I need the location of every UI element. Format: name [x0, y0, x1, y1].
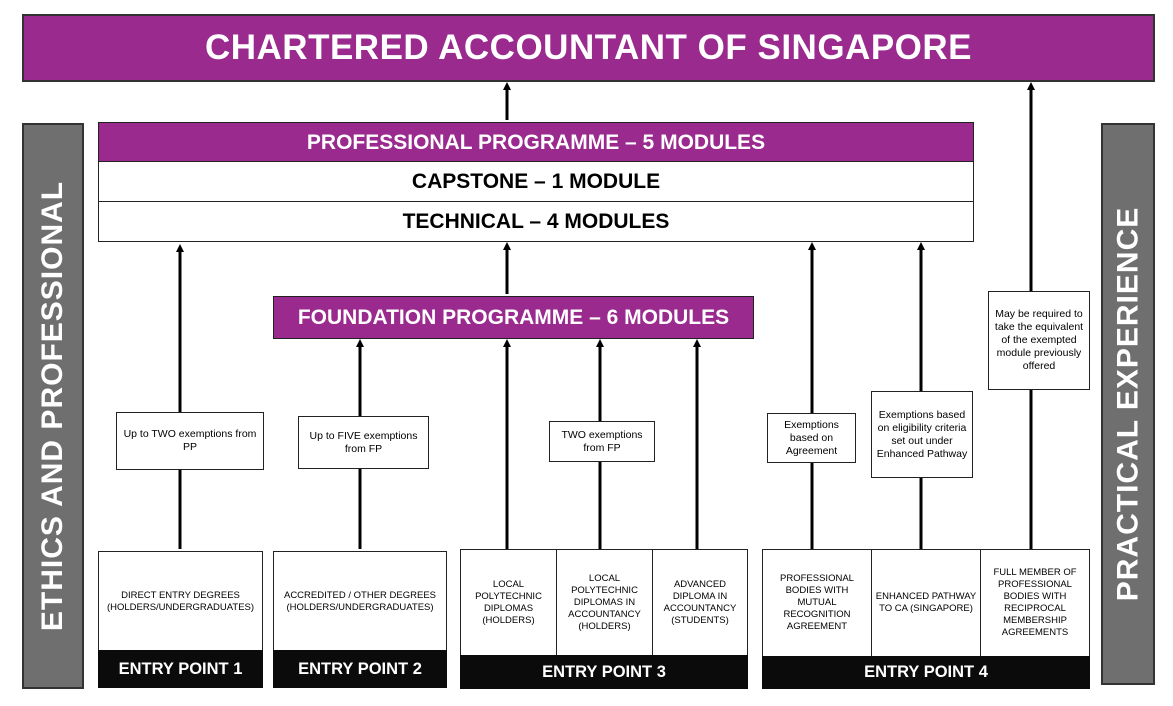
entry-point-4-cell-2: ENHANCED PATHWAY TO CA (SINGAPORE)	[871, 549, 981, 657]
entry-point-3-label-text: ENTRY POINT 3	[542, 662, 666, 681]
entry-point-4-cell-1-text: PROFESSIONAL BODIES WITH MUTUAL RECOGNIT…	[780, 573, 854, 632]
capstone-row: CAPSTONE – 1 MODULE	[98, 161, 974, 202]
entry-point-4-cell-1: PROFESSIONAL BODIES WITH MUTUAL RECOGNIT…	[762, 549, 872, 657]
practical-experience-side-bar: PRACTICAL EXPERIENCE	[1101, 123, 1155, 685]
note-ep4a-text: Exemptions based on Agreement	[784, 418, 839, 457]
entry-point-4-label: ENTRY POINT 4	[762, 656, 1090, 689]
page-title: CHARTERED ACCOUNTANT OF SINGAPORE	[204, 28, 973, 67]
capstone-label: CAPSTONE – 1 MODULE	[411, 169, 661, 193]
title-bar: CHARTERED ACCOUNTANT OF SINGAPORE	[22, 14, 1155, 82]
entry-point-3-cell-2-text: LOCAL POLYTECHNIC DIPLOMAS IN ACCOUNTANC…	[568, 572, 641, 632]
entry-point-2-cell-text: ACCREDITED / OTHER DEGREES (HOLDERS/UNDE…	[283, 589, 437, 613]
entry-point-2-label-text: ENTRY POINT 2	[298, 659, 422, 678]
entry-point-4-cell-3-text: FULL MEMBER OF PROFESSIONAL BODIES WITH …	[993, 567, 1077, 638]
entry-point-4-cell-3: FULL MEMBER OF PROFESSIONAL BODIES WITH …	[980, 549, 1090, 657]
note-ep4c-text: May be required to take the equivalent o…	[994, 308, 1084, 372]
entry-point-3-cell-1-text: LOCAL POLYTECHNIC DIPLOMAS (HOLDERS)	[475, 578, 542, 626]
entry-point-2-cell: ACCREDITED / OTHER DEGREES (HOLDERS/UNDE…	[273, 551, 447, 652]
entry-point-3-cell-2: LOCAL POLYTECHNIC DIPLOMAS IN ACCOUNTANC…	[556, 549, 653, 656]
entry-point-1-cell-text: DIRECT ENTRY DEGREES (HOLDERS/UNDERGRADU…	[106, 589, 255, 613]
entry-point-4-label-text: ENTRY POINT 4	[864, 663, 988, 681]
professional-programme-label: PROFESSIONAL PROGRAMME – 5 MODULES	[306, 130, 766, 154]
note-ep1-text: Up to TWO exemptions from PP	[123, 428, 257, 453]
foundation-programme: FOUNDATION PROGRAMME – 6 MODULES	[273, 296, 754, 339]
note-ep3-text: TWO exemptions from FP	[561, 428, 643, 454]
entry-point-1-label: ENTRY POINT 1	[98, 650, 263, 688]
note-ep4a: Exemptions based on Agreement	[767, 413, 856, 463]
technical-row: TECHNICAL – 4 MODULES	[98, 201, 974, 242]
technical-label: TECHNICAL – 4 MODULES	[402, 209, 670, 233]
entry-point-1-label-text: ENTRY POINT 1	[118, 659, 243, 678]
note-ep4c: May be required to take the equivalent o…	[988, 291, 1090, 390]
note-ep1: Up to TWO exemptions from PP	[116, 412, 264, 470]
entry-point-3-cell-3: ADVANCED DIPLOMA IN ACCOUNTANCY (STUDENT…	[652, 549, 748, 656]
ethics-side-bar: ETHICS AND PROFESSIONAL	[22, 123, 84, 689]
note-ep2: Up to FIVE exemptions from FP	[298, 416, 429, 469]
note-ep4b-text: Exemptions based on eligibility criteria…	[876, 408, 968, 460]
entry-point-3-cell-3-text: ADVANCED DIPLOMA IN ACCOUNTANCY (STUDENT…	[663, 578, 737, 626]
entry-point-3-label: ENTRY POINT 3	[460, 655, 748, 689]
note-ep3: TWO exemptions from FP	[549, 421, 655, 462]
professional-programme-header: PROFESSIONAL PROGRAMME – 5 MODULES	[98, 122, 974, 162]
entry-point-3-cell-1: LOCAL POLYTECHNIC DIPLOMAS (HOLDERS)	[460, 549, 557, 656]
entry-point-1-cell: DIRECT ENTRY DEGREES (HOLDERS/UNDERGRADU…	[98, 551, 263, 652]
entry-point-2-label: ENTRY POINT 2	[273, 650, 447, 688]
note-ep2-text: Up to FIVE exemptions from FP	[309, 429, 418, 455]
entry-point-4-cell-2-text: ENHANCED PATHWAY TO CA (SINGAPORE)	[875, 591, 977, 614]
note-ep4b: Exemptions based on eligibility criteria…	[871, 391, 973, 478]
foundation-programme-label: FOUNDATION PROGRAMME – 6 MODULES	[297, 305, 730, 329]
